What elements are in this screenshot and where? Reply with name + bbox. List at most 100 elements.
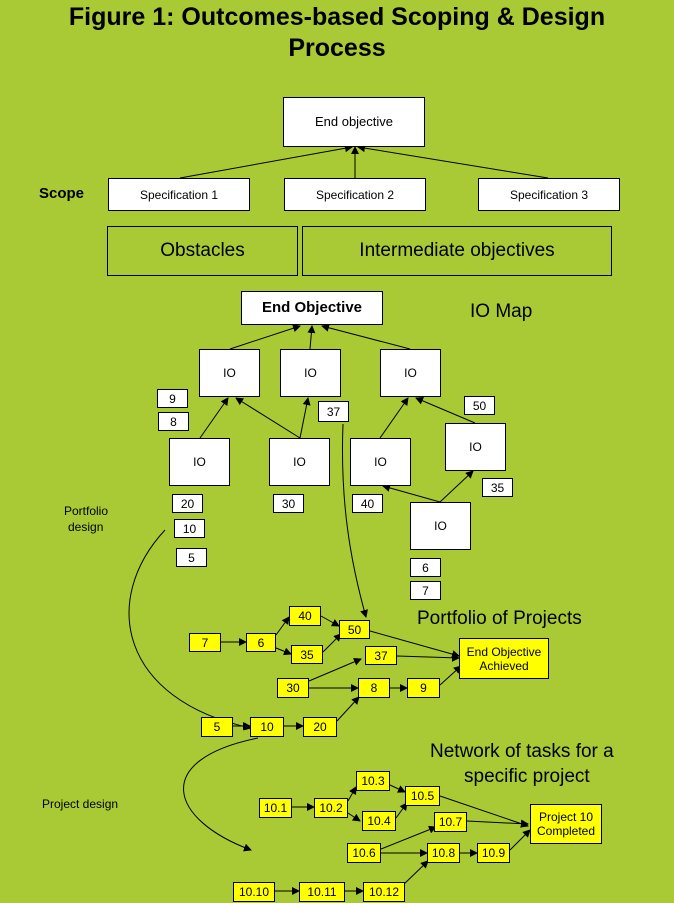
task-10-8: 10.8 xyxy=(427,843,460,863)
arrow-io-e-to-io-a xyxy=(235,397,301,439)
io-number-30: 30 xyxy=(273,494,304,513)
task-10-6: 10.6 xyxy=(347,843,381,863)
arrow-10-5-to-end xyxy=(439,795,529,828)
arrow-35-to-50 xyxy=(322,633,342,653)
end-objective-achieved-box: End Objective Achieved xyxy=(459,638,549,679)
arrow-io-e-to-io-b xyxy=(299,397,311,439)
arrow-io-f-to-io-c xyxy=(379,397,409,439)
io-number-8: 8 xyxy=(158,412,189,431)
portfolio-design-label-line1: Portfolio xyxy=(64,504,109,518)
io-number-7: 7 xyxy=(410,581,441,600)
arrow-spec1-to-end xyxy=(179,144,353,179)
io-map-end-objective-box: End Objective xyxy=(241,291,383,325)
arrow-10-9-to-end xyxy=(509,829,531,851)
arrow-10-7-to-end xyxy=(466,819,529,828)
arrow-50-to-end xyxy=(369,630,460,658)
specification-1-box: Specification 1 xyxy=(108,178,250,211)
task-10-5: 10.5 xyxy=(405,786,440,806)
project-completed-box: Project 10 Completed xyxy=(530,804,602,844)
io-box-h: IO xyxy=(410,502,471,550)
task-10-2: 10.2 xyxy=(314,798,348,818)
arrow-io-c-to-end xyxy=(321,323,411,350)
task-10-12: 10.12 xyxy=(363,882,405,902)
portfolio-title: Portfolio of Projects xyxy=(417,608,582,629)
specification-3-box: Specification 3 xyxy=(478,178,620,211)
portfolio-node-37: 37 xyxy=(365,646,397,665)
arrow-io-d-to-io-a xyxy=(199,397,229,439)
io-map-label: IO Map xyxy=(470,301,533,322)
scope-label: Scope xyxy=(39,185,85,202)
io-box-f: IO xyxy=(350,438,411,486)
arrow-30-to-37 xyxy=(308,658,362,682)
arrow-9-to-end xyxy=(439,665,462,686)
arrow-6-to-40 xyxy=(275,616,290,636)
arrow-40-to-50 xyxy=(320,615,340,627)
figure-title-line1: Figure 1: Outcomes-based Scoping & Desig… xyxy=(68,3,606,31)
portfolio-node-30: 30 xyxy=(277,678,309,698)
io-number-50: 50 xyxy=(464,396,495,415)
io-box-b: IO xyxy=(280,349,341,397)
io-number-20: 20 xyxy=(172,494,203,513)
project-design-label: Project design xyxy=(42,797,119,811)
portfolio-node-6: 6 xyxy=(246,633,276,652)
arrow-io-h-to-io-f xyxy=(382,484,441,503)
portfolio-node-7: 7 xyxy=(189,633,221,652)
end-objective-achieved-line1: End Objective xyxy=(466,644,542,659)
specification-2-box: Specification 2 xyxy=(284,178,426,211)
portfolio-node-8: 8 xyxy=(358,678,390,698)
arrow-37-to-portfolio xyxy=(341,423,368,618)
io-number-35: 35 xyxy=(482,478,513,497)
task-10-11: 10.11 xyxy=(299,882,345,902)
arrow-6-to-35 xyxy=(275,647,292,656)
obstacles-box: Obstacles xyxy=(107,226,298,276)
arrow-10-2-to-10-3 xyxy=(347,786,357,802)
arrow-10-2-to-10-4 xyxy=(347,812,361,822)
io-box-a: IO xyxy=(199,349,260,397)
io-number-10: 10 xyxy=(174,519,205,538)
arrow-io-h-to-io-g xyxy=(439,470,474,503)
task-10-1: 10.1 xyxy=(259,798,292,818)
arrow-io-g-to-io-c xyxy=(415,397,476,424)
arrow-io-a-to-end xyxy=(229,324,301,350)
portfolio-node-50: 50 xyxy=(339,620,370,639)
arrow-io-b-to-end xyxy=(307,325,316,350)
figure-title-line2: Process xyxy=(288,34,386,62)
end-objective-box: End objective xyxy=(283,97,425,147)
portfolio-design-label-line2: design xyxy=(68,520,104,534)
intermediate-objectives-box: Intermediate objectives xyxy=(302,226,612,276)
io-box-d: IO xyxy=(169,438,230,486)
portfolio-node-9: 9 xyxy=(407,678,440,698)
project-completed-line2: Completed xyxy=(536,824,596,838)
io-box-g: IO xyxy=(445,423,506,471)
io-number-40: 40 xyxy=(352,494,383,513)
project-completed-line1: Project 10 xyxy=(538,810,594,824)
arrow-project-design xyxy=(183,737,259,852)
project-title-line1: Network of tasks for a xyxy=(430,741,614,762)
portfolio-node-40: 40 xyxy=(289,606,321,626)
task-10-3: 10.3 xyxy=(356,771,390,791)
arrow-10-12-to-10-8 xyxy=(402,860,429,886)
task-10-7: 10.7 xyxy=(434,812,467,832)
portfolio-node-35: 35 xyxy=(291,645,323,664)
portfolio-node-10: 10 xyxy=(250,717,284,737)
io-number-6: 6 xyxy=(410,558,441,577)
portfolio-node-5: 5 xyxy=(201,717,233,737)
io-number-37: 37 xyxy=(318,401,349,422)
arrow-portfolio-design xyxy=(128,529,252,731)
arrow-spec3-to-end xyxy=(357,144,549,179)
io-box-c: IO xyxy=(380,349,441,397)
task-10-9: 10.9 xyxy=(477,843,510,863)
portfolio-node-20: 20 xyxy=(303,717,337,737)
end-objective-achieved-line2: Achieved xyxy=(479,658,529,673)
arrow-10-3-to-10-5 xyxy=(389,784,406,793)
io-box-e: IO xyxy=(269,438,330,486)
arrow-37-to-end xyxy=(396,653,460,662)
io-number-5: 5 xyxy=(176,548,207,567)
task-10-4: 10.4 xyxy=(362,811,396,831)
arrow-20-to-8 xyxy=(336,696,360,722)
io-number-9: 9 xyxy=(157,389,188,408)
arrow-10-6-to-10-7 xyxy=(380,825,437,850)
task-10-10: 10.10 xyxy=(233,882,275,902)
